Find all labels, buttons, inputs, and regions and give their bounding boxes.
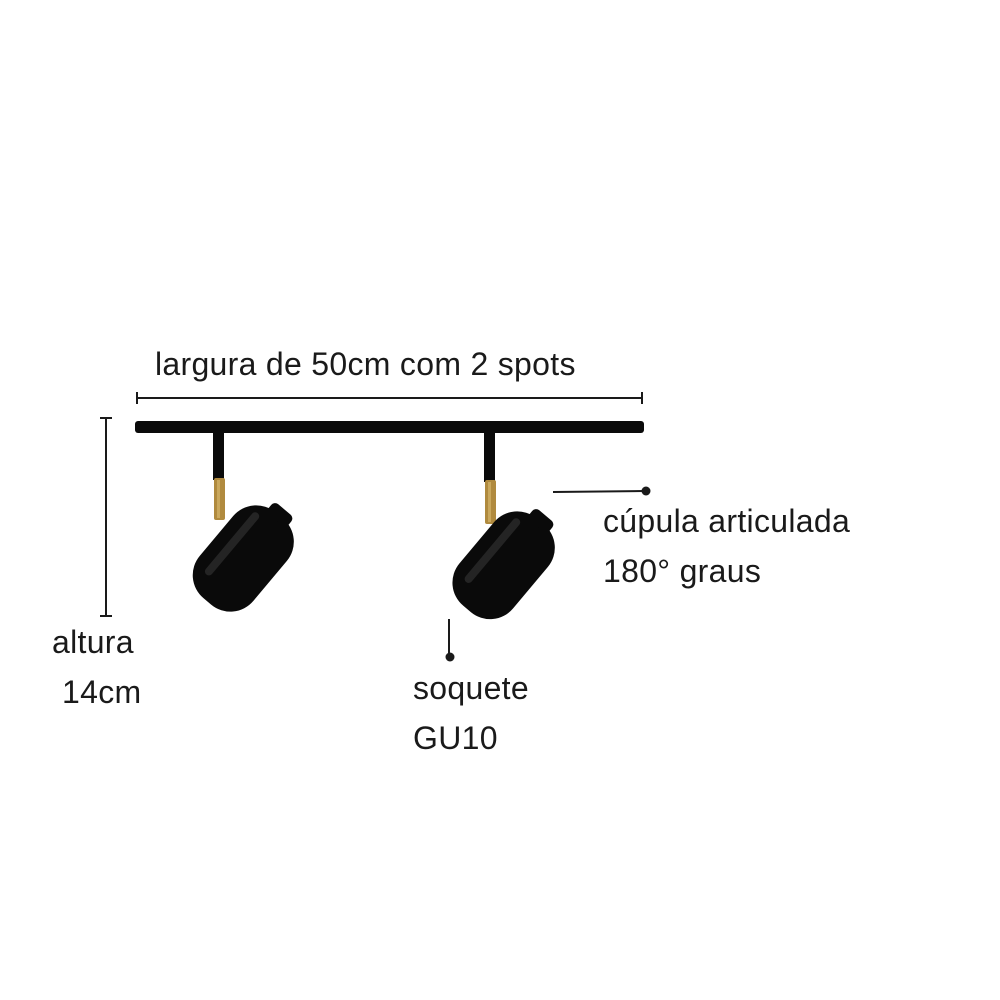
dome-callout-pointer [552,486,651,496]
width-dimension-line [136,392,643,404]
mounting-rail [135,421,644,433]
socket-label-line1: soquete [413,670,529,706]
dome-label-line1: cúpula articulada [603,503,851,539]
height-dimension-line [100,417,112,617]
dome-label-line2: 180° graus [603,553,762,589]
spotlight-right [452,432,555,620]
spotlight-left [192,432,294,612]
socket-callout-pointer [445,619,455,662]
width-label: largura de 50cm com 2 spots [155,346,576,382]
socket-label-line2: GU10 [413,720,498,756]
height-label-line2: 14cm [62,674,142,710]
height-label-line1: altura [52,624,134,660]
